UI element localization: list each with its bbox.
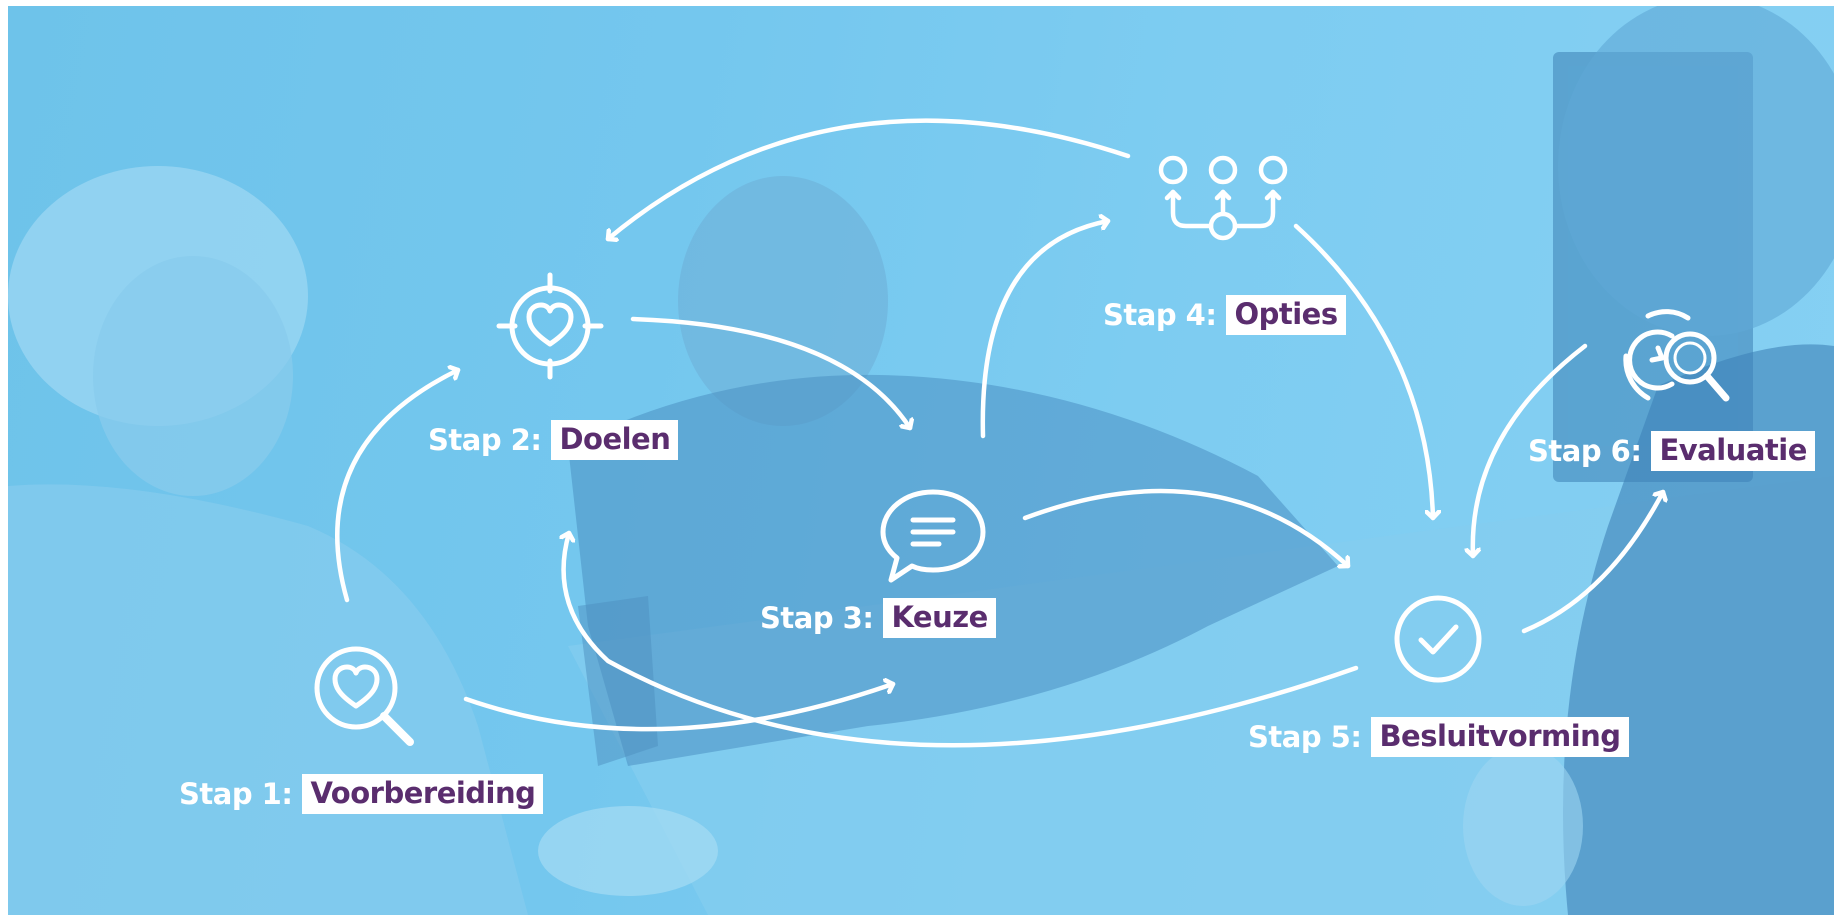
arrow-step5-to-step6	[1521, 489, 1663, 634]
arrow-step1-to-step3	[463, 684, 896, 732]
step-prefix: Stap 5:	[1248, 719, 1362, 754]
step-name: Besluitvorming	[1371, 717, 1629, 757]
step-name: Doelen	[551, 420, 679, 460]
step-prefix: Stap 6:	[1528, 433, 1642, 468]
arrow-step5-to-step2	[564, 530, 1359, 748]
step-label-5: Stap 5: Besluitvorming	[1248, 717, 1629, 757]
chat-bubble-icon	[880, 489, 986, 583]
step-prefix: Stap 1:	[179, 776, 293, 811]
step-prefix: Stap 3:	[760, 600, 874, 635]
heart-search-icon	[314, 646, 414, 746]
step-label-2: Stap 2: Doelen	[428, 420, 679, 460]
diagram-canvas: Stap 1: Voorbereiding Stap 2: Doelen Sta…	[8, 6, 1834, 915]
step-name: Voorbereiding	[302, 774, 544, 814]
arrow-step2-to-step3	[630, 316, 910, 431]
heart-target-icon	[496, 272, 604, 380]
step-label-1: Stap 1: Voorbereiding	[179, 774, 544, 814]
step-label-3: Stap 3: Keuze	[760, 598, 996, 638]
flow-arrows	[335, 118, 1834, 748]
step-label-6: Stap 6: Evaluatie	[1528, 431, 1815, 471]
evaluate-search-icon	[1623, 309, 1730, 402]
arrow-step4-to-step2	[605, 118, 1131, 239]
arrow-step3-to-step5	[1022, 488, 1351, 566]
step-name: Opties	[1226, 295, 1346, 335]
arrow-step6-to-step5	[1473, 343, 1588, 559]
checkmark-circle-icon	[1394, 595, 1482, 683]
arrow-step4-to-step5	[1293, 223, 1433, 521]
arrow-step1-to-step2	[335, 370, 461, 603]
step-prefix: Stap 2:	[428, 422, 542, 457]
step-prefix: Stap 4:	[1103, 297, 1217, 332]
step-label-4: Stap 4: Opties	[1103, 295, 1346, 335]
options-tree-icon	[1158, 155, 1288, 241]
step-name: Keuze	[883, 598, 996, 638]
step-name: Evaluatie	[1651, 431, 1815, 471]
arrow-step3-to-step4	[980, 221, 1111, 439]
